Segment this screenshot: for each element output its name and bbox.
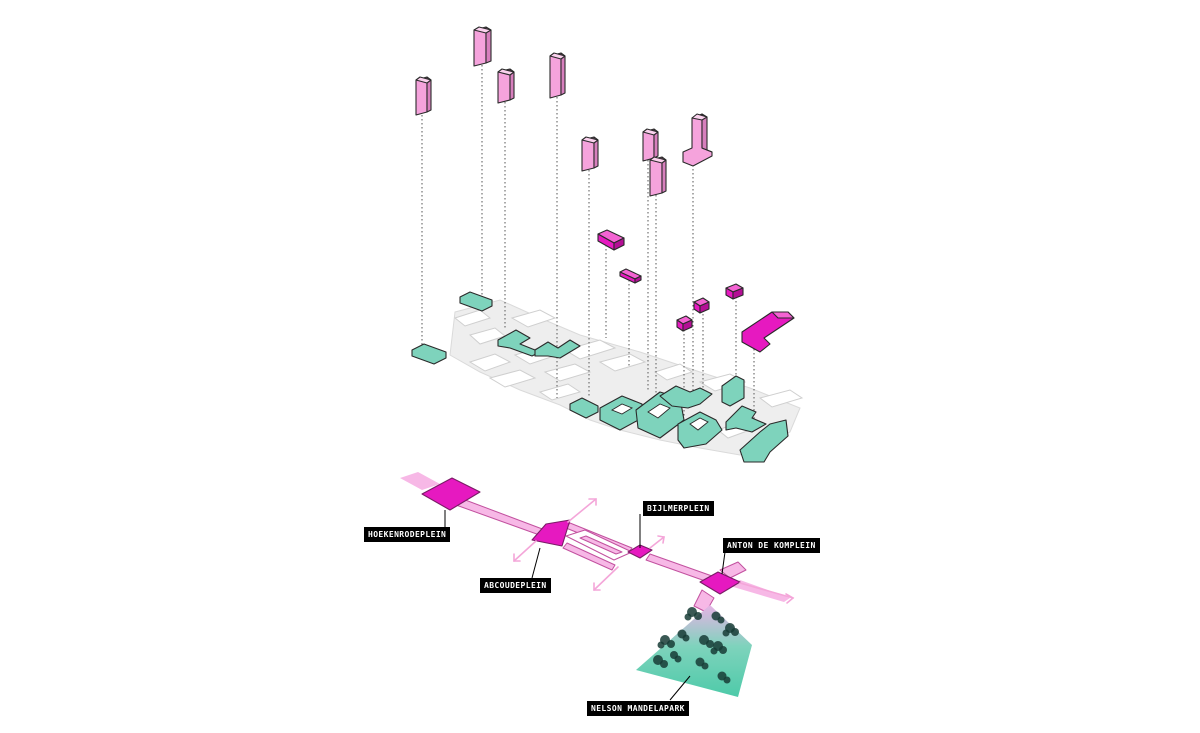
- tree-icon: [677, 629, 690, 642]
- low-block: [725, 405, 767, 433]
- low-block: [659, 385, 713, 409]
- plaza-bijlmerplein: [627, 544, 653, 559]
- tower-block: [549, 52, 566, 99]
- plazas: [421, 477, 741, 595]
- tree-icon: [722, 623, 739, 637]
- low-block: [741, 311, 795, 353]
- direction-arrow: [567, 498, 597, 523]
- direction-arrows: [513, 498, 795, 604]
- tree-icon: [670, 651, 682, 663]
- context-ground: [449, 299, 801, 456]
- tree-icon: [684, 607, 702, 621]
- tower-block: [649, 156, 667, 197]
- plaza-anton-de-komplein: [699, 571, 741, 595]
- tree-icon: [653, 655, 668, 668]
- tower-block: [642, 128, 659, 162]
- tree-icon: [699, 635, 714, 648]
- label-abcoudeplein: ABCOUDEPLEIN: [480, 578, 551, 593]
- tower-block: [415, 76, 432, 116]
- plaza-abcoudeplein: [531, 519, 571, 547]
- park-trees: [653, 607, 739, 684]
- magenta-blocks: [597, 229, 795, 353]
- tree-icon: [695, 657, 709, 670]
- label-hoekenrodeplein: HOEKENRODEPLEIN: [364, 527, 451, 542]
- low-block: [459, 291, 493, 312]
- park-area: [636, 605, 752, 697]
- label-bijlmerplein: BIJLMERPLEIN: [643, 501, 714, 516]
- label-anton-de-komplein: ANTON DE KOMPLEIN: [723, 538, 820, 553]
- low-block: [619, 268, 642, 284]
- low-block: [534, 339, 581, 359]
- tower-block: [497, 68, 515, 104]
- low-block: [725, 283, 744, 300]
- direction-arrow: [513, 540, 537, 562]
- direction-arrow: [593, 566, 619, 591]
- low-block: [693, 297, 710, 314]
- tower-block: [682, 113, 713, 167]
- teal-courtyards: [610, 403, 709, 431]
- tower-blocks: [415, 26, 713, 197]
- low-block: [739, 419, 789, 463]
- tree-icon: [711, 611, 725, 624]
- tower-block: [473, 26, 492, 67]
- low-block: [597, 229, 625, 251]
- plaza-hoekenrodeplein: [421, 477, 481, 511]
- tree-icon: [657, 635, 675, 649]
- label-nelson-mandelapark: NELSON MANDELAPARK: [587, 701, 689, 716]
- low-block: [569, 397, 599, 419]
- low-block: [721, 375, 745, 407]
- low-block: [676, 315, 693, 332]
- teal-blocks: [411, 291, 789, 463]
- tower-block: [581, 136, 599, 172]
- direction-arrow: [649, 535, 665, 549]
- low-block: [411, 343, 447, 365]
- low-block: [677, 411, 723, 449]
- direction-arrow: [739, 582, 795, 604]
- tree-icon: [717, 671, 731, 684]
- tree-icon: [710, 641, 727, 655]
